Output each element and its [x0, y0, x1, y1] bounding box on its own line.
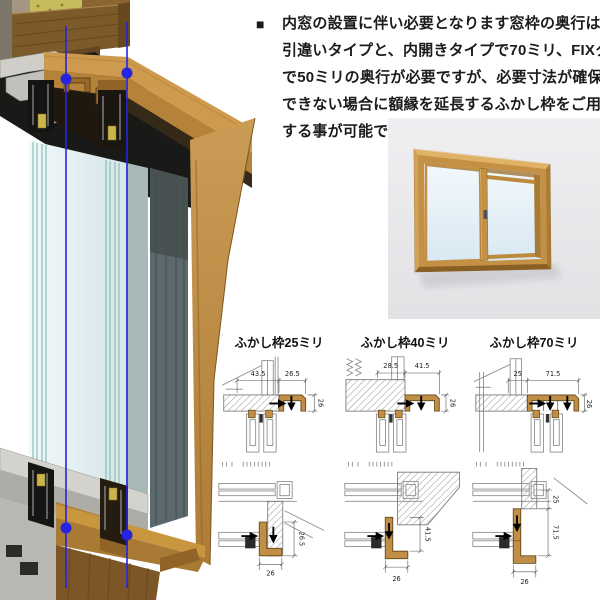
sash-heads — [28, 80, 126, 148]
square-bullet-icon: ■ — [256, 16, 265, 32]
dimension-lines — [257, 519, 298, 570]
sash-sills — [28, 462, 128, 558]
sash-lock-block — [371, 537, 382, 549]
description-block: ■ 内窓の設置に伴い必要となります窓枠の奥行は 引違いタイプと、内開きタイプで7… — [256, 10, 600, 145]
dimension-lines — [375, 370, 449, 414]
window-cutaway-render — [0, 0, 256, 600]
sill-section-diagram: 26.5 26 — [218, 461, 325, 578]
dim-width: 26 — [266, 570, 274, 578]
extension-frame-profile — [278, 394, 307, 412]
description-line: する事が可能です。 — [282, 123, 418, 140]
dimension-lines — [383, 515, 424, 573]
dimension-lines — [234, 377, 318, 414]
dim-height: 26 — [448, 399, 456, 407]
window-glazing — [424, 162, 541, 264]
install-arrows — [397, 395, 426, 411]
hatched-wall — [475, 394, 528, 412]
extension-frame-profile — [404, 394, 440, 412]
dim-width: 26 — [392, 575, 400, 583]
dimension-lines — [511, 487, 552, 578]
dimension-lines — [506, 377, 588, 414]
extension-frame-profile — [526, 394, 580, 412]
sash-lock-block — [499, 537, 510, 549]
sash-profiles — [530, 413, 563, 453]
hatched-wall — [521, 467, 538, 510]
dim-height: 71.5 — [552, 525, 560, 540]
description-line: で50ミリの奥行が必要ですが、必要寸法が確保 — [282, 69, 600, 86]
measurement-lines — [60, 22, 133, 588]
dim-width-a: 28.5 — [383, 362, 398, 370]
existing-frame-lines — [221, 356, 279, 396]
extension-frame-profile — [258, 521, 283, 557]
diagram-25mm: ふかし枠25ミリ 43.5 — [218, 332, 340, 590]
sash-profiles — [246, 413, 277, 453]
hatched-wall — [397, 471, 460, 526]
window-photo — [388, 118, 600, 319]
head-section-diagram: 25 71.5 26 — [473, 358, 593, 453]
hatched-wall — [345, 379, 406, 412]
window-photo-image — [388, 118, 600, 319]
install-arrows — [529, 395, 572, 411]
description-line: できない場合に額縁を延長するふかし枠をご用意 — [282, 96, 600, 113]
description-line: 内窓の設置に伴い必要となります窓枠の奥行は — [282, 15, 600, 32]
head-section-diagram: 43.5 26.5 26 — [221, 356, 325, 453]
dim-width-b: 71.5 — [546, 370, 561, 378]
dim-height: 26 — [585, 400, 593, 408]
hatched-wall — [267, 500, 284, 557]
dim-height: 26.5 — [298, 532, 306, 547]
sill-section-diagram: 25 71.5 26 — [472, 461, 588, 586]
dim-height: 26 — [317, 399, 325, 407]
extension-frame-profile — [512, 508, 537, 564]
head-section-diagram: 28.5 41.5 26 — [345, 356, 456, 453]
dim-width-b: 26.5 — [285, 370, 300, 378]
diagram-70mm: ふかし枠70ミリ — [470, 332, 598, 590]
dim-height: 41.5 — [424, 527, 432, 542]
diagram-label: ふかし枠25ミリ — [234, 336, 324, 350]
sash-lock-block — [245, 537, 256, 549]
wood-lintel — [12, 4, 130, 60]
dim-width-a: 43.5 — [251, 370, 266, 378]
extension-frame-profile — [384, 516, 409, 560]
sash-handle — [483, 210, 487, 219]
diagram-40mm: ふかし枠40ミリ — [344, 332, 466, 590]
install-arrows — [269, 395, 296, 411]
new-frame-right-jamb — [190, 118, 255, 565]
diagram-label: ふかし枠40ミリ — [360, 336, 450, 350]
diagram-label: ふかし枠70ミリ — [489, 336, 579, 350]
description-line: 引違いタイプと、内開きタイプで70ミリ、FIXタイプ — [282, 42, 600, 59]
sill-section-diagram: 41.5 26 — [344, 461, 460, 583]
existing-frame-lines — [473, 358, 522, 453]
dim-width: 26 — [520, 578, 528, 585]
dim-width-b: 41.5 — [415, 362, 430, 370]
dim-wall: 25 — [552, 495, 560, 503]
dim-width-a: 25 — [514, 370, 522, 378]
